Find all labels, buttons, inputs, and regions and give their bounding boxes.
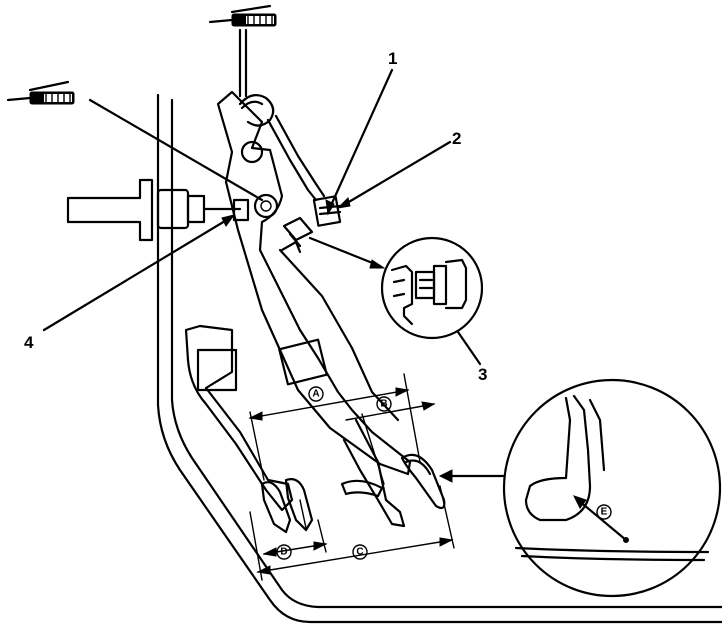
detail-circle-pad xyxy=(502,378,722,598)
detail-circle-switch xyxy=(380,236,484,340)
left-pedal xyxy=(184,324,314,534)
brake-pedal-pad xyxy=(400,453,446,510)
callout-3: 3 xyxy=(478,365,487,384)
dimension-letter-d: D xyxy=(276,544,292,560)
dimension-letter-b: B xyxy=(376,396,392,412)
callout-2: 2 xyxy=(452,129,461,148)
callout-4: 4 xyxy=(24,333,34,352)
dimension-letter-e: E xyxy=(596,504,612,520)
dimension-label-c: C xyxy=(356,547,363,558)
dimension-label-d: D xyxy=(280,547,287,558)
top-bolt xyxy=(208,4,277,98)
dimension-label-a: A xyxy=(312,389,319,400)
stop-switch-assembly xyxy=(266,114,342,254)
dimension-letter-c: C xyxy=(352,544,368,560)
callout-1: 1 xyxy=(388,49,397,68)
middle-pedal xyxy=(340,418,406,528)
dimension-letter-a: A xyxy=(308,386,324,402)
dimension-label-e: E xyxy=(601,507,608,518)
pedal-label-box xyxy=(278,338,328,386)
master-cylinder xyxy=(66,178,250,242)
pushrod-bolt xyxy=(6,80,75,105)
dimension-label-b: B xyxy=(380,399,387,410)
brake-pedal-arm xyxy=(216,90,412,476)
floor-outline xyxy=(156,93,722,624)
